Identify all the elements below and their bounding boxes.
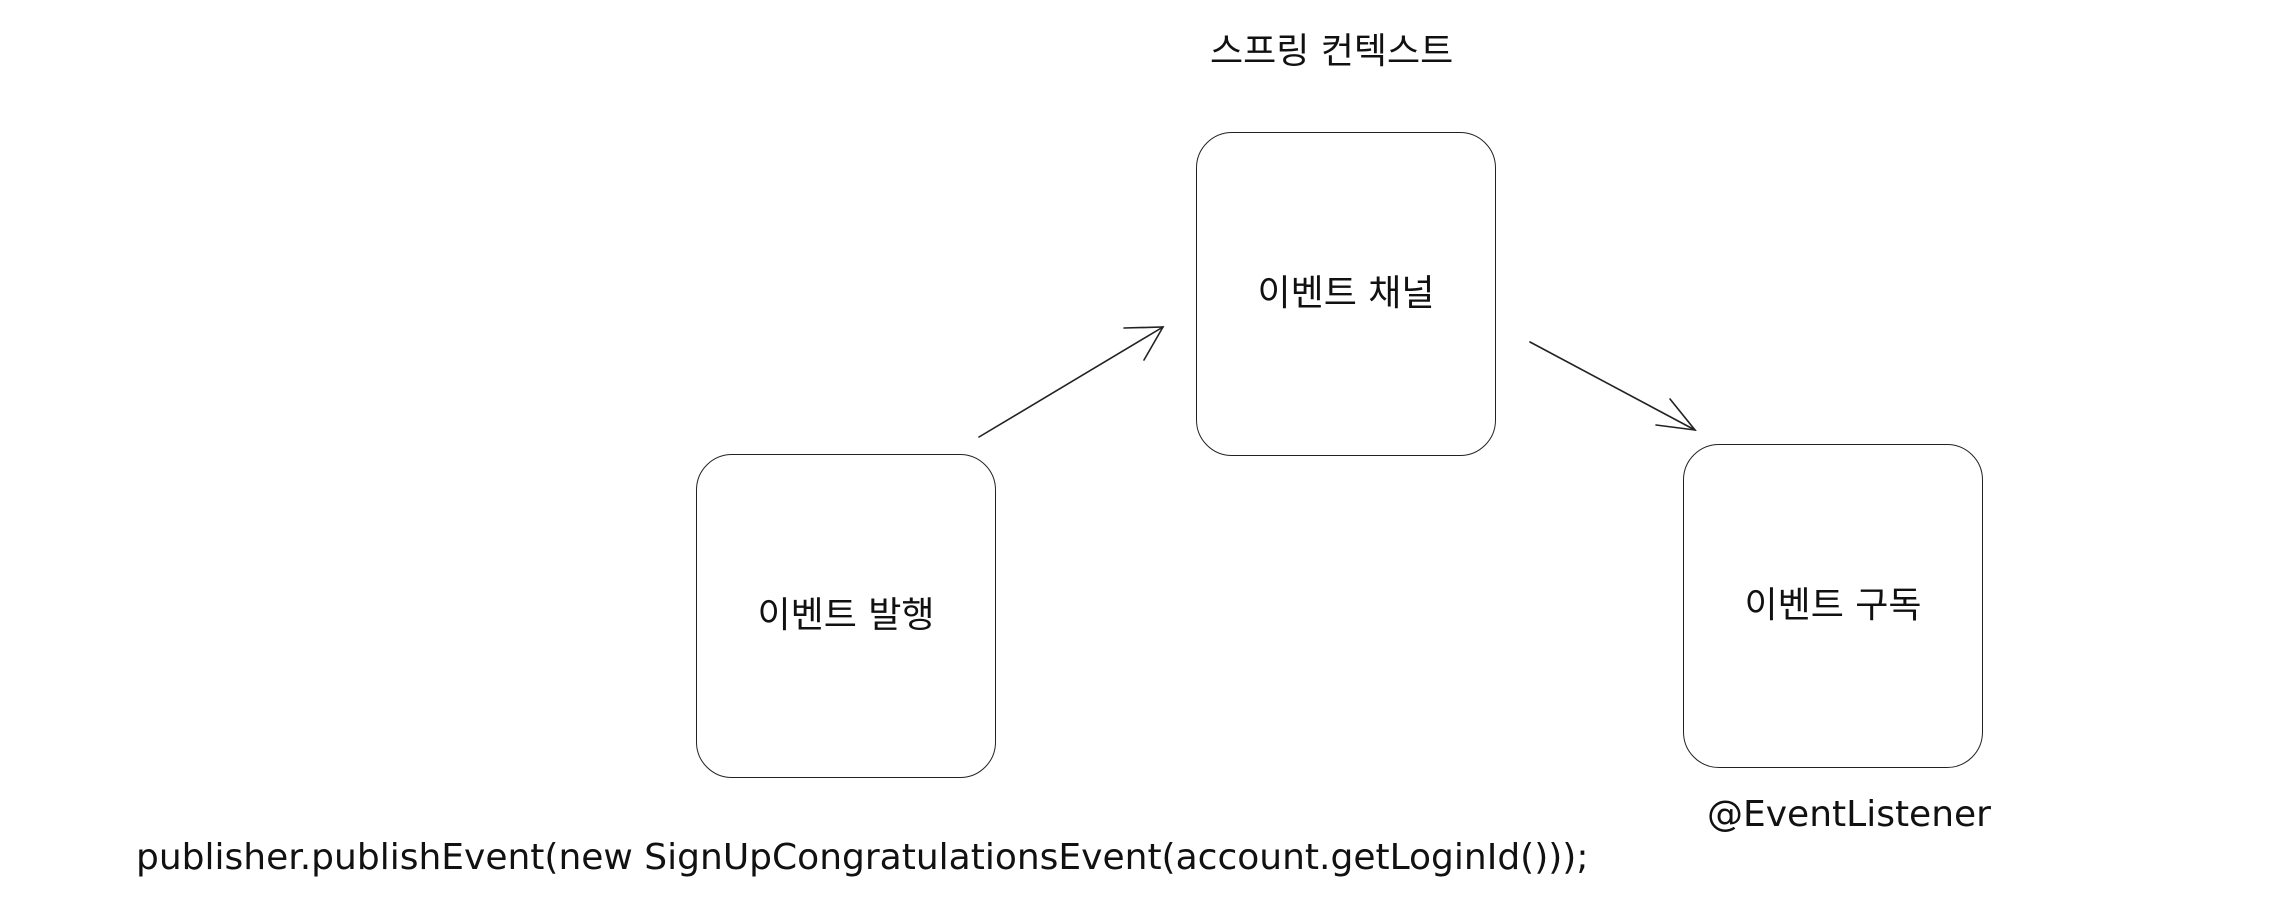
arrow-channel-to-subscribe xyxy=(1529,341,1697,432)
event-channel-node: 이벤트 채널 xyxy=(1196,132,1496,456)
event-publish-label: 이벤트 발행 xyxy=(757,595,935,636)
event-publish-node: 이벤트 발행 xyxy=(696,454,996,778)
event-subscribe-label: 이벤트 구독 xyxy=(1744,585,1922,626)
event-subscribe-node: 이벤트 구독 xyxy=(1683,444,1983,768)
publish-event-code-snippet: publisher.publishEvent(new SignUpCongrat… xyxy=(136,837,1589,878)
event-listener-annotation: @EventListener xyxy=(1707,794,1991,835)
spring-context-title: 스프링 컨텍스트 xyxy=(1210,31,1454,72)
event-channel-label: 이벤트 채널 xyxy=(1257,273,1435,314)
arrow-publish-to-channel xyxy=(978,326,1165,438)
